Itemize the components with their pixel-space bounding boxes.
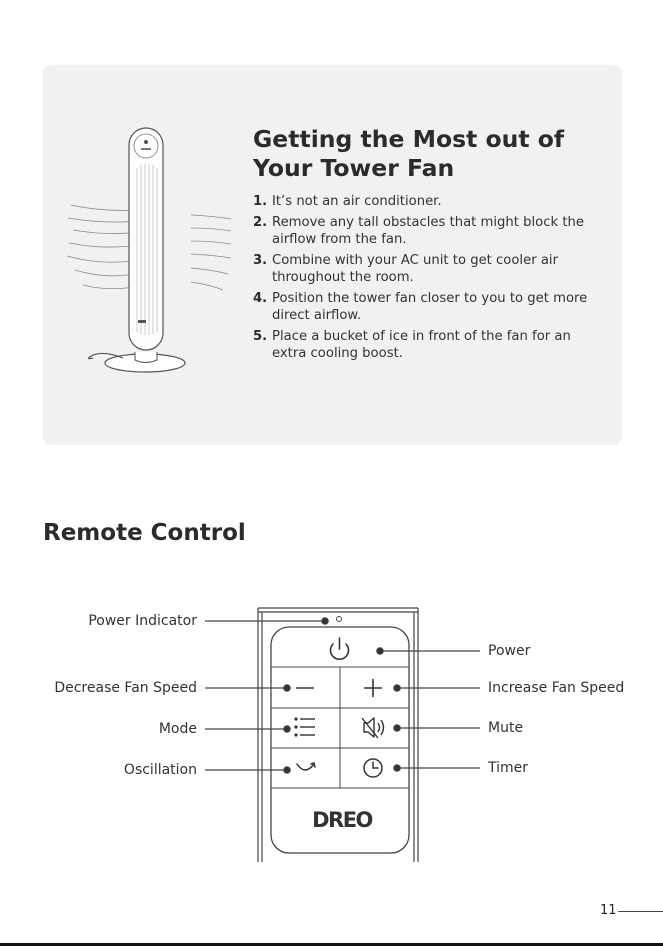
list-item-text: Combine with your AC unit to get cooler … xyxy=(272,252,558,286)
label-mode: Mode xyxy=(158,721,197,737)
dreo-logo: DREO xyxy=(312,808,372,832)
plus-icon xyxy=(364,679,382,697)
label-power: Power xyxy=(488,643,531,659)
list-item-text: Remove any tall obstacles that might blo… xyxy=(272,214,584,248)
list-item-text: It’s not an air conditioner. xyxy=(272,194,442,209)
list-item-number: 2. xyxy=(253,214,268,230)
label-oscillation: Oscillation xyxy=(123,762,197,778)
list-item: 4.Position the tower fan closer to you t… xyxy=(253,290,608,325)
page-number-rule xyxy=(618,911,663,912)
list-item: 2.Remove any tall obstacles that might b… xyxy=(253,214,608,249)
mode-icon xyxy=(294,717,315,737)
power-indicator-icon xyxy=(336,616,342,622)
list-item-number: 5. xyxy=(253,328,268,344)
tips-title: Getting the Most out of Your Tower Fan xyxy=(253,125,564,183)
list-item-number: 1. xyxy=(253,194,268,209)
tower-fan-illustration xyxy=(66,127,232,373)
tips-list: 1. It’s not an air conditioner. 2.Remove … xyxy=(253,193,608,366)
list-item-text: Place a bucket of ice in front of the fa… xyxy=(272,328,571,362)
power-icon xyxy=(329,637,350,660)
list-item-text: Position the tower fan closer to you to … xyxy=(272,290,588,324)
tips-panel: Getting the Most out of Your Tower Fan 1… xyxy=(43,65,622,445)
label-decrease-fan-speed: Decrease Fan Speed xyxy=(54,680,197,696)
timer-icon xyxy=(363,758,383,778)
label-mute: Mute xyxy=(488,720,524,736)
tips-title-line1: Getting the Most out of xyxy=(253,125,565,153)
list-item-number: 3. xyxy=(253,252,268,268)
remote-body xyxy=(257,607,419,862)
page-number: 11 xyxy=(600,903,617,918)
bottom-rule xyxy=(0,943,663,946)
tips-title-line2: Your Tower Fan xyxy=(253,154,455,182)
oscillation-icon xyxy=(296,762,316,771)
mute-icon xyxy=(361,717,385,739)
list-item: 3.Combine with your AC unit to get coole… xyxy=(253,252,608,287)
remote-control-title: Remote Control xyxy=(43,520,246,546)
remote-control-diagram: DREO xyxy=(205,607,480,862)
list-item: 5.Place a bucket of ice in front of the … xyxy=(253,328,608,363)
list-item: 1. It’s not an air conditioner. xyxy=(253,193,608,211)
list-item-number: 4. xyxy=(253,290,268,306)
label-power-indicator: Power Indicator xyxy=(88,613,197,629)
label-increase-fan-speed: Increase Fan Speed xyxy=(488,680,625,696)
label-timer: Timer xyxy=(488,760,529,776)
